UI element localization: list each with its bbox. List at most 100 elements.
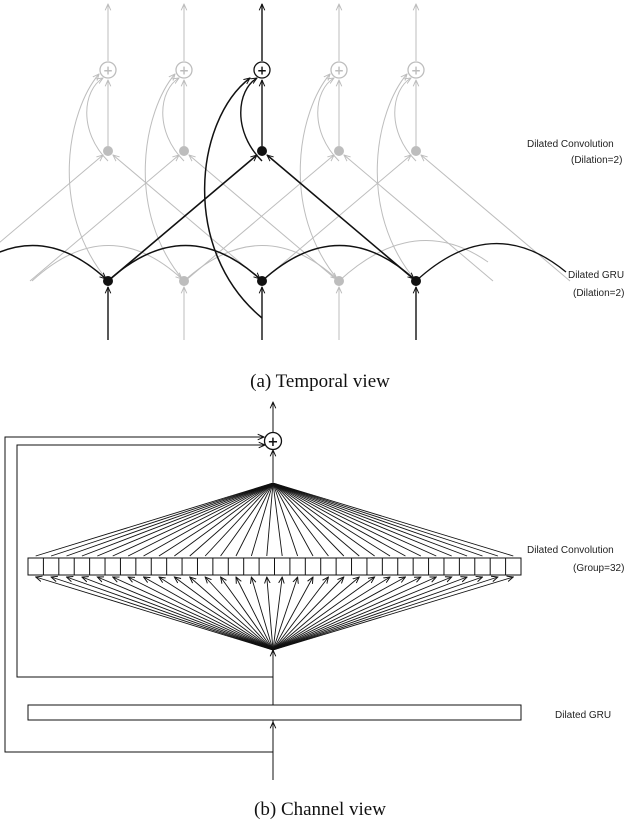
gru-recurrent-arc <box>183 245 337 282</box>
residual-inner <box>16 445 273 678</box>
group-output-line <box>220 482 274 557</box>
group-output-line <box>81 482 274 557</box>
group-input-arrow <box>267 577 274 651</box>
conv-group-cells <box>42 558 507 575</box>
group-input-arrow <box>236 577 274 651</box>
gru-label-line2: (Dilation=2) <box>573 288 624 299</box>
group-input-arrow <box>36 577 274 651</box>
sum-node <box>330 61 348 79</box>
sum-plus-symbol: + <box>103 64 113 78</box>
conv-label-line2: (Dilation=2) <box>571 155 622 166</box>
group-output-line <box>250 482 274 557</box>
conv-input-line <box>107 155 257 282</box>
gru-bar <box>27 704 522 721</box>
residual-curve <box>68 74 109 282</box>
group-output-line <box>272 482 499 557</box>
group-input-arrow <box>251 577 274 651</box>
gru-label-line1: Dilated GRU <box>568 270 624 281</box>
group-output-line <box>272 482 329 557</box>
group-input-arrow <box>272 577 513 651</box>
gru-node <box>411 276 421 286</box>
group-output-line <box>97 482 274 557</box>
group-output-line <box>272 482 391 557</box>
group-input-arrow <box>272 577 482 651</box>
group-output-line <box>143 482 274 557</box>
group-output-line <box>272 482 437 557</box>
group-input-arrow <box>272 577 375 651</box>
group-input-arrow <box>272 577 405 651</box>
conv-input-line <box>29 155 179 282</box>
group-output-line <box>272 482 406 557</box>
group-input-arrow <box>272 577 421 651</box>
conv-input-line <box>267 155 417 282</box>
group-input-arrow <box>221 577 274 651</box>
group-input-arrow <box>272 577 344 651</box>
channel-conv-label-line1: Dilated Convolution <box>527 545 614 556</box>
group-input-arrow <box>174 577 274 651</box>
conv-input-line <box>0 155 103 243</box>
group-output-line <box>272 482 452 557</box>
channel-gru-label: Dilated GRU <box>555 710 611 721</box>
group-input-arrow <box>82 577 274 651</box>
group-input-arrow <box>272 577 359 651</box>
group-output-line <box>272 482 283 557</box>
conv-node <box>179 146 189 156</box>
sum-plus-symbol: + <box>334 64 344 78</box>
temporal-caption: (a) Temporal view <box>250 371 390 392</box>
group-output-line <box>272 482 468 557</box>
group-input-arrow <box>272 577 467 651</box>
conv-node <box>103 146 113 156</box>
group-output-line <box>204 482 274 557</box>
group-input-arrow <box>67 577 274 651</box>
skip-curve <box>394 78 417 162</box>
group-output-line <box>266 482 274 557</box>
group-input-arrow <box>190 577 274 651</box>
sum-plus-symbol: + <box>411 64 421 78</box>
channel-caption: (b) Channel view <box>254 799 386 820</box>
skip-curve <box>162 78 185 162</box>
group-input-arrow <box>272 577 436 651</box>
gru-recurrent-arc <box>338 240 489 282</box>
channel-conv-label-line2: (Group=32) <box>573 563 624 574</box>
group-input-arrow <box>205 577 274 651</box>
gru-node <box>334 276 344 286</box>
group-output-line <box>35 482 274 557</box>
group-input-connections <box>36 577 514 651</box>
skip-curve <box>240 78 263 162</box>
sum-plus-symbol: + <box>268 435 279 450</box>
group-input-arrow <box>97 577 274 651</box>
conv-node <box>334 146 344 156</box>
gru-node <box>257 276 267 286</box>
skip-curve <box>317 78 340 162</box>
gru-node <box>103 276 113 286</box>
gru-recurrent-arc <box>0 244 106 281</box>
conv-input-line <box>113 155 263 282</box>
conv-node <box>411 146 421 156</box>
group-output-line <box>272 482 345 557</box>
conv-input-line <box>344 155 494 282</box>
inactive-connections: + + + + <box>0 4 571 340</box>
gru-recurrent-arc <box>107 244 260 282</box>
group-input-arrow <box>272 577 498 651</box>
sum-node <box>253 61 271 79</box>
sum-node <box>407 61 425 79</box>
conv-node <box>257 146 267 156</box>
sum-plus-symbol: + <box>179 64 189 78</box>
group-input-arrow <box>272 577 298 651</box>
sum-plus-symbol: + <box>257 64 267 78</box>
group-output-line <box>174 482 274 557</box>
group-input-arrow <box>272 577 313 651</box>
group-output-line <box>158 482 274 557</box>
group-input-arrow <box>272 577 390 651</box>
temporal-view-diagram: ++++ + Dilated Convolution (Dilation=2) … <box>0 4 624 392</box>
active-connections: + <box>0 4 567 340</box>
conv-input-line <box>261 155 411 282</box>
residual-curve <box>203 78 263 319</box>
conv-label-line1: Dilated Convolution <box>527 139 614 150</box>
group-input-arrow <box>272 577 452 651</box>
sum-node <box>175 61 193 79</box>
group-input-arrow <box>113 577 274 651</box>
residual-curve <box>144 74 185 282</box>
residual-curve <box>376 74 417 282</box>
